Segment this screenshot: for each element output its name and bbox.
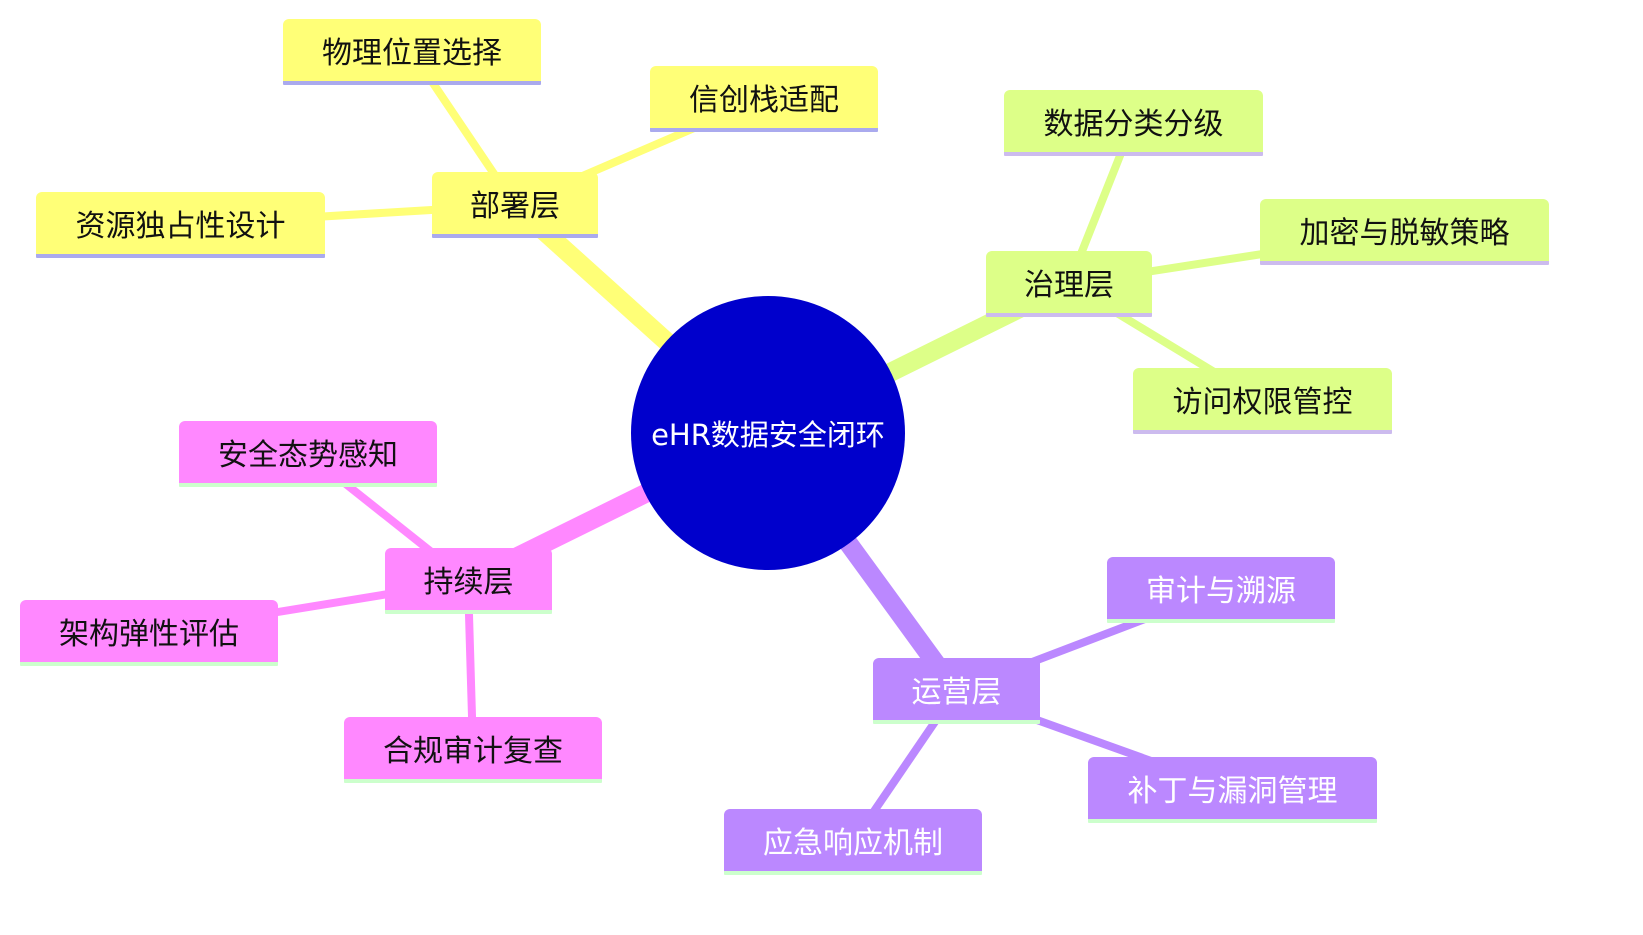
leaf-label: 信创栈适配 xyxy=(689,83,839,118)
leaf-security-posture-awareness: 安全态势感知 xyxy=(179,421,437,487)
leaf-label: 访问权限管控 xyxy=(1172,385,1353,420)
branch-operations-layer: 运营层 xyxy=(873,658,1040,724)
leaf-label: 数据分类分级 xyxy=(1043,107,1224,142)
leaf-data-classification-grading: 数据分类分级 xyxy=(1004,90,1263,156)
leaf-xinchuang-stack-adaptation: 信创栈适配 xyxy=(650,66,878,132)
leaf-label: 应急响应机制 xyxy=(763,826,943,861)
leaf-label: 物理位置选择 xyxy=(322,36,502,71)
leaf-label: 加密与脱敏策略 xyxy=(1299,216,1510,251)
center-node-label: eHR数据安全闭环 xyxy=(651,418,885,452)
leaf-resource-exclusivity-design: 资源独占性设计 xyxy=(36,192,325,258)
leaf-label: 审计与溯源 xyxy=(1146,574,1296,609)
branch-label: 部署层 xyxy=(470,189,560,224)
branch-governance-layer: 治理层 xyxy=(986,251,1152,317)
branch-label: 持续层 xyxy=(423,565,514,600)
leaf-emergency-response-mechanism: 应急响应机制 xyxy=(724,809,982,875)
leaf-label: 架构弹性评估 xyxy=(59,617,239,652)
leaf-patch-vulnerability-management: 补丁与漏洞管理 xyxy=(1088,757,1377,823)
leaf-audit-traceability: 审计与溯源 xyxy=(1107,557,1335,623)
center-node: eHR数据安全闭环 xyxy=(631,296,905,570)
leaf-label: 合规审计复查 xyxy=(383,734,563,769)
branch-label: 治理层 xyxy=(1024,268,1114,303)
branch-continuity-layer: 持续层 xyxy=(385,548,552,614)
leaf-physical-location-selection: 物理位置选择 xyxy=(283,19,541,85)
branch-deployment-layer: 部署层 xyxy=(432,172,598,238)
leaf-label: 补丁与漏洞管理 xyxy=(1127,774,1338,809)
leaf-label: 安全态势感知 xyxy=(218,438,398,473)
leaf-architecture-resilience-assessment: 架构弹性评估 xyxy=(20,600,278,666)
leaf-access-control: 访问权限管控 xyxy=(1133,368,1392,434)
leaf-label: 资源独占性设计 xyxy=(75,209,286,244)
leaf-compliance-audit-review: 合规审计复查 xyxy=(344,717,602,783)
branch-label: 运营层 xyxy=(911,675,1002,710)
leaf-encryption-masking-policy: 加密与脱敏策略 xyxy=(1260,199,1549,265)
